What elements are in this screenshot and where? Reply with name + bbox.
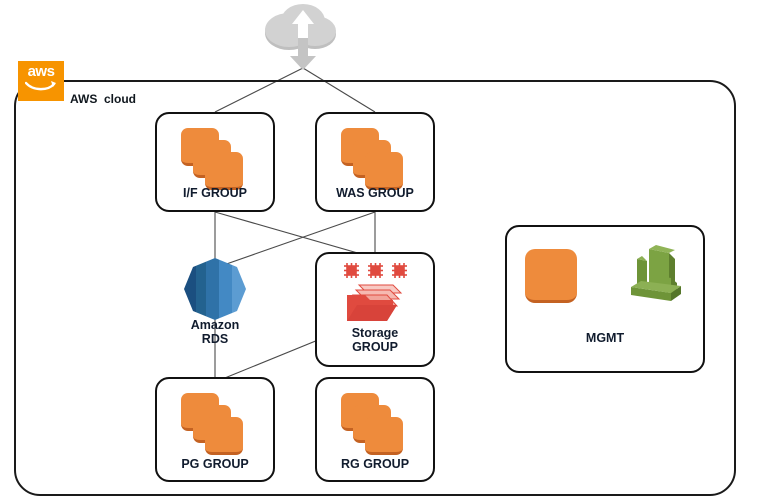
group-box-storage[interactable]: Storage GROUP bbox=[315, 252, 435, 367]
group-label-storage: Storage GROUP bbox=[351, 326, 399, 354]
instance-square-3 bbox=[365, 152, 403, 190]
storage-icon-wrap bbox=[317, 262, 433, 324]
label-amazon-rds: Amazon RDS bbox=[190, 318, 240, 346]
chip-row bbox=[333, 262, 417, 279]
rg-group-icon-wrap bbox=[317, 393, 433, 459]
group-label-rg: RG GROUP bbox=[340, 457, 410, 471]
aws-smile-icon bbox=[25, 81, 56, 91]
was-group-icon-wrap bbox=[317, 128, 433, 194]
pg-group-icon-wrap bbox=[157, 393, 273, 459]
aws-cloud-label: AWS cloud bbox=[70, 92, 136, 106]
group-label-pg: PG GROUP bbox=[181, 457, 249, 471]
group-label-if: I/F GROUP bbox=[183, 186, 247, 200]
group-box-if[interactable]: I/F GROUP bbox=[155, 112, 275, 212]
instance-square-3 bbox=[205, 417, 243, 455]
chip-icon bbox=[391, 263, 407, 278]
group-box-was[interactable]: WAS GROUP bbox=[315, 112, 435, 212]
stacked-instances-icon bbox=[181, 393, 249, 459]
node-amazon-rds[interactable]: Amazon RDS bbox=[184, 258, 246, 346]
instance-square-3 bbox=[365, 417, 403, 455]
ec2-instance-icon bbox=[525, 249, 577, 303]
group-box-pg[interactable]: PG GROUP bbox=[155, 377, 275, 482]
stacked-instances-icon bbox=[341, 393, 409, 459]
aws-cloud-boundary bbox=[14, 80, 736, 496]
mgmt-stack-icon bbox=[631, 245, 681, 301]
aws-logo-text: aws bbox=[27, 63, 55, 80]
stacked-instances-icon bbox=[341, 128, 409, 194]
group-box-rg[interactable]: RG GROUP bbox=[315, 377, 435, 482]
group-label-was: WAS GROUP bbox=[336, 186, 414, 200]
amazon-rds-icon bbox=[184, 258, 246, 320]
internet-cloud bbox=[257, 0, 349, 72]
aws-logo: aws bbox=[18, 61, 64, 101]
group-label-mgmt: MGMT bbox=[585, 331, 625, 345]
instance-square-3 bbox=[205, 152, 243, 190]
folder-stack-icon bbox=[347, 284, 403, 321]
group-box-mgmt[interactable]: MGMT bbox=[505, 225, 705, 373]
cloud-upload-download-icon bbox=[265, 4, 336, 70]
stacked-instances-icon bbox=[181, 128, 249, 194]
chip-icon bbox=[343, 263, 359, 278]
mgmt-icon-wrap bbox=[507, 245, 703, 307]
storage-folders-icon bbox=[333, 262, 417, 324]
if-group-icon-wrap bbox=[157, 128, 273, 194]
chip-icon bbox=[367, 263, 383, 278]
